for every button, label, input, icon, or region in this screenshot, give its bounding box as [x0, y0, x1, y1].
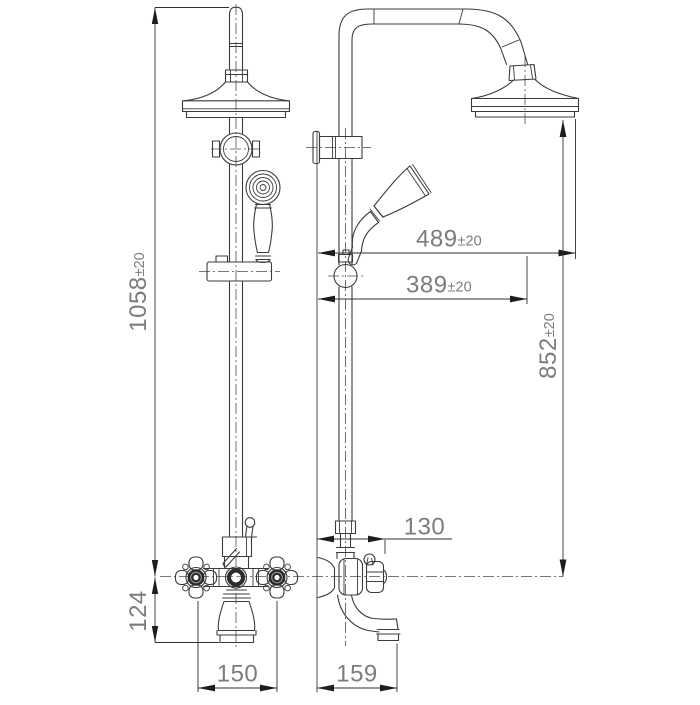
tub-spout-side	[336, 594, 401, 642]
shower-head-side	[470, 78, 580, 118]
slider-bracket	[206, 255, 273, 282]
dim-arrow	[317, 684, 334, 692]
dim-arrow	[559, 120, 567, 137]
dim-arrow	[368, 535, 385, 543]
dim-head-height: 852±20	[535, 120, 567, 577]
dim-arrow	[151, 560, 159, 577]
gooseneck-arm	[338, 8, 537, 82]
dim-head-reach-edge: 489±20	[318, 119, 576, 259]
cross-handle-right	[255, 556, 299, 599]
dim-spout-drop: 124	[125, 577, 219, 643]
dim-arrow	[559, 559, 567, 577]
mixer-faucet-side	[317, 520, 401, 642]
riser-pipe-front	[228, 6, 244, 538]
cross-handle-left	[174, 556, 218, 599]
dim-handle-centers: 150	[197, 601, 278, 692]
dim-diverter-depth: 130	[317, 514, 452, 554]
dim-head-reach-center: 389±20	[318, 256, 528, 304]
hand-shower-side	[347, 164, 432, 266]
dim-label-spout-reach: 159	[336, 661, 378, 688]
center-escutcheon	[224, 566, 248, 589]
dim-label-head-reach-edge: 489±20	[416, 226, 482, 253]
dim-arrow	[151, 577, 159, 594]
dim-label-head-height: 852±20	[535, 313, 562, 379]
dim-arrow	[318, 295, 335, 303]
dim-arrow	[510, 295, 527, 303]
shower-head-front	[181, 69, 291, 119]
dim-arrow	[380, 684, 397, 692]
wall-bracket	[312, 130, 363, 165]
side-view	[312, 8, 580, 693]
dim-arrow	[198, 684, 215, 692]
front-view	[174, 6, 299, 644]
dim-arrow	[318, 249, 335, 257]
dim-label-head-reach-center: 389±20	[406, 272, 472, 299]
dim-label-handle-centers: 150	[217, 661, 259, 688]
dim-arrow	[558, 249, 576, 257]
dim-spout-reach: 159	[317, 643, 398, 692]
hand-shower-front	[245, 169, 281, 264]
dim-label-spout-drop: 124	[125, 590, 152, 632]
dim-arrow	[151, 7, 159, 24]
dim-arrow	[151, 626, 159, 643]
tub-spout-front	[216, 589, 257, 644]
dimensions: 1058±20 124 150 489±20	[125, 7, 576, 692]
riser-pipe-side	[338, 53, 353, 522]
dim-label-total-height: 1058±20	[125, 252, 152, 331]
dim-label-diverter-depth: 130	[404, 514, 446, 541]
dim-arrow	[317, 535, 334, 543]
flow-connector	[211, 132, 261, 166]
mixer-faucet-front	[174, 517, 299, 644]
dim-arrow	[260, 684, 277, 692]
dim-total-height: 1058±20	[125, 7, 229, 577]
